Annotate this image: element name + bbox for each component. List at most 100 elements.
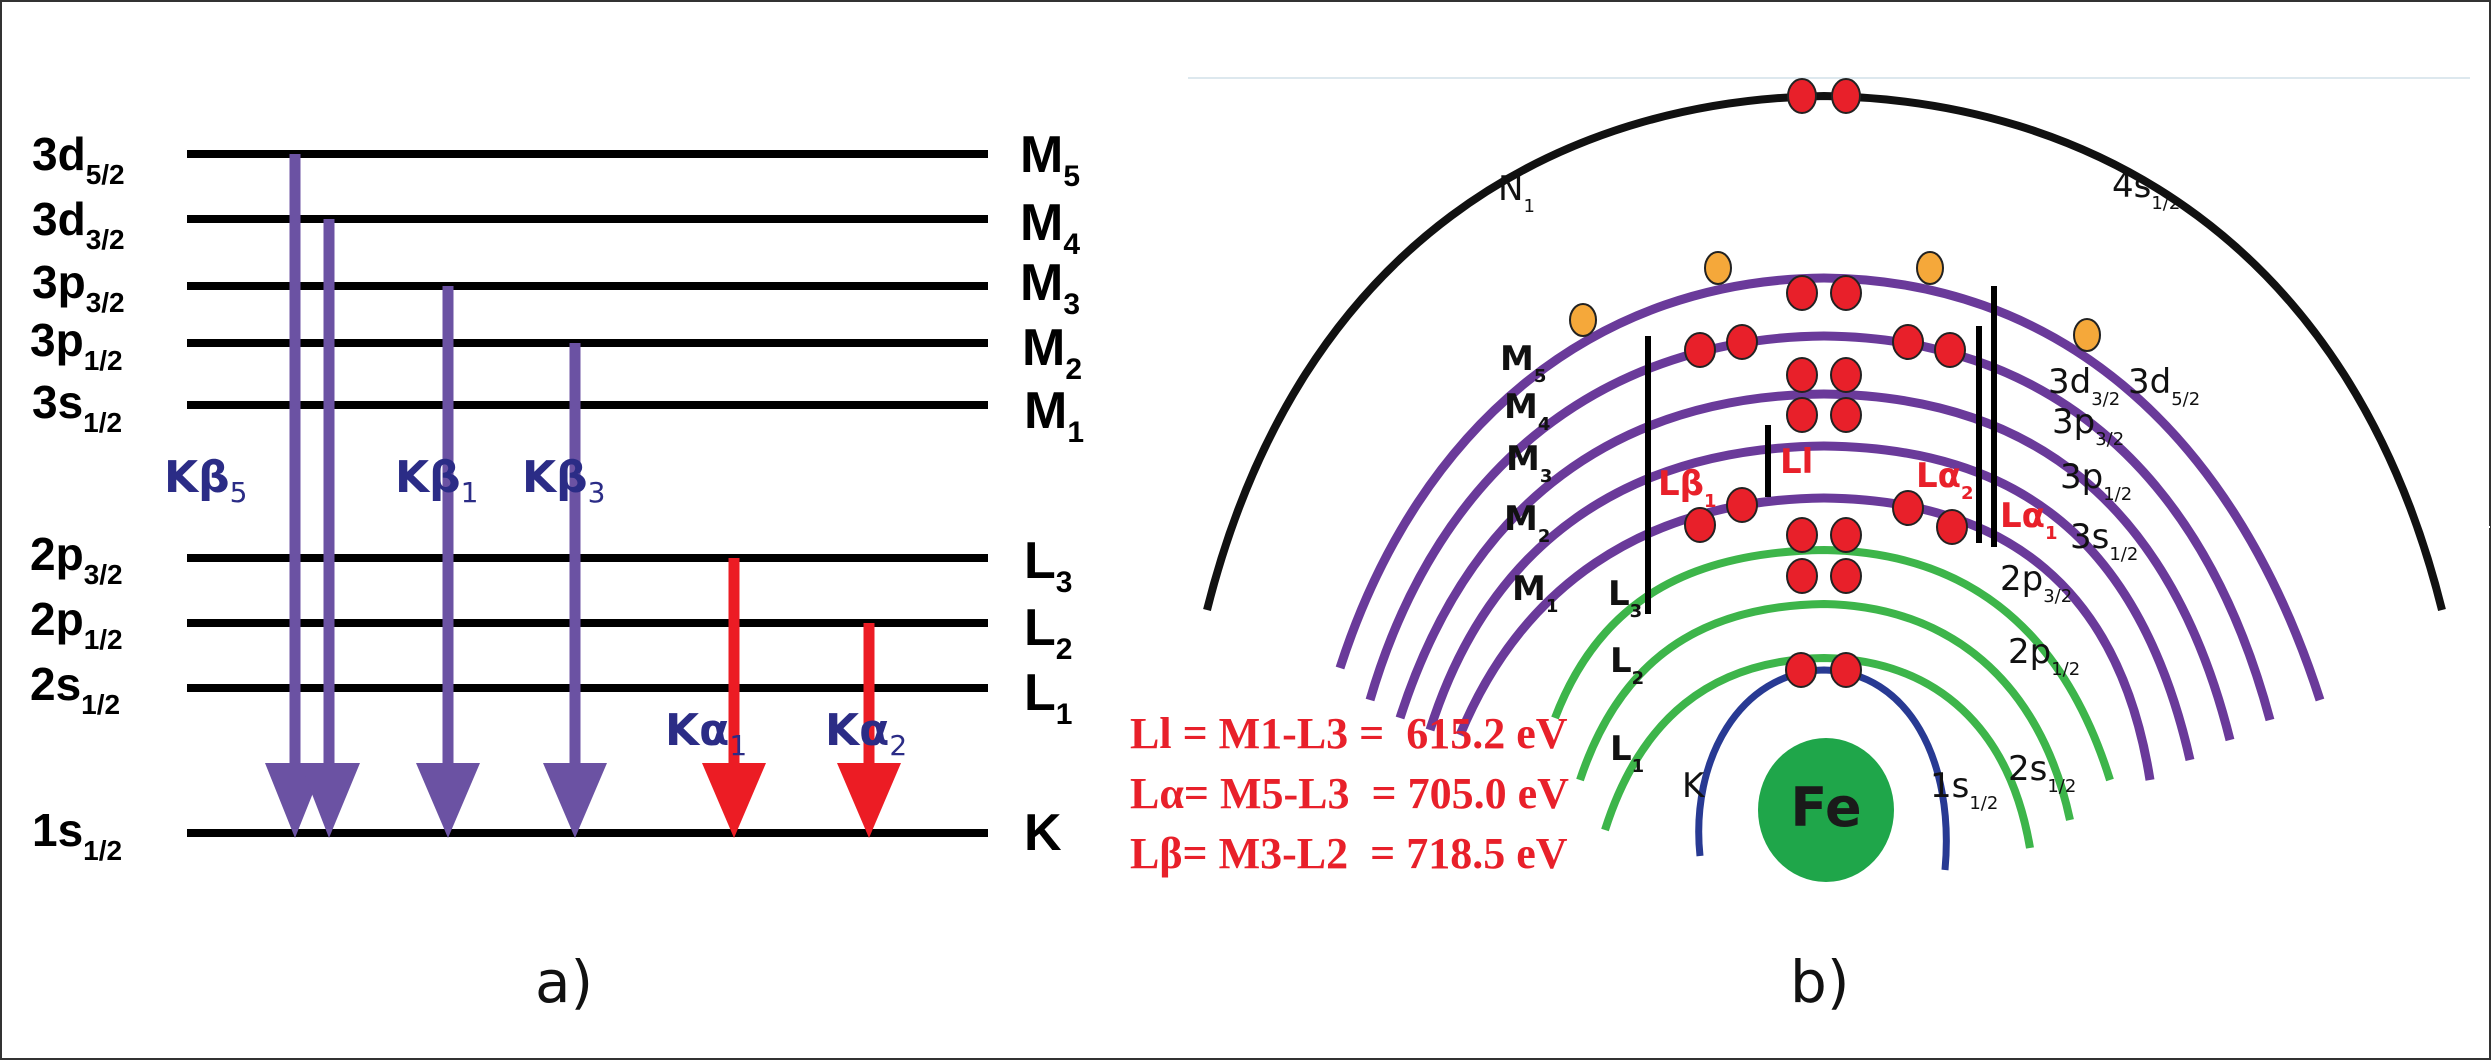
- electron-m4: [1786, 275, 1818, 311]
- electron-m4: [1830, 275, 1862, 311]
- shell-labels-b-left: N1 M5 M4 M3 M2 M1 L3 L2 L1 K: [1498, 169, 1706, 806]
- electron-m3: [1726, 324, 1758, 360]
- shell-label-l3: L3: [1024, 532, 1072, 599]
- orbital-label-2p12: 2p1/2: [30, 593, 123, 655]
- m-shells: [1335, 273, 2325, 781]
- kbeta5-label: Kβ5: [164, 452, 247, 509]
- 3p12-label: 3p1/2: [2060, 457, 2132, 505]
- l1-shell-arc: [1601, 653, 2034, 849]
- shell-labels: M5 M4 M3 M2 M1 L3 L2 L1 K: [1020, 126, 1084, 862]
- electron-m5-partial: [2073, 318, 2101, 352]
- m3-label: M3: [1506, 439, 1552, 487]
- equation-ll: Ll = M1-L3 = 615.2 eV: [1130, 709, 1568, 758]
- shell-label-l1: L1: [1024, 664, 1072, 731]
- kbeta5-arrow-b: [300, 219, 360, 838]
- kbeta3-label: Kβ3: [522, 452, 605, 509]
- 1s12-label: 1s1/2: [1930, 766, 1998, 814]
- electron-m3: [1934, 332, 1966, 368]
- n1-shell-arc: [1203, 91, 2446, 611]
- shell-label-k: K: [1024, 804, 1062, 862]
- 3d52-label: 3d5/2: [2128, 362, 2200, 410]
- electron-m1: [1830, 397, 1862, 433]
- m4-label: M4: [1504, 387, 1550, 435]
- l-shells: [1551, 545, 2114, 849]
- k-shell-arc: [1695, 666, 1950, 871]
- m5-shell-arc: [1335, 273, 2325, 702]
- kbeta3-arrow: [543, 343, 607, 838]
- shell-label-m5: M5: [1020, 126, 1080, 193]
- kbeta5-arrow-a: [265, 154, 325, 838]
- electron-k: [1785, 652, 1817, 688]
- orbital-label-3d32: 3d3/2: [32, 193, 125, 255]
- kalpha2-arrow: [837, 623, 901, 838]
- lalpha1-label: Lα1: [2000, 496, 2058, 544]
- n1-label: N1: [1498, 169, 1535, 217]
- lbeta1-label: Lβ1: [1658, 464, 1717, 512]
- electron-m3: [1892, 324, 1924, 360]
- equation-lbeta: Lβ= M3-L2 = 718.5 eV: [1130, 829, 1568, 878]
- electron-m2: [1830, 357, 1862, 393]
- l1-label: L1: [1610, 729, 1644, 777]
- 4s12-label: 4s1/2: [2112, 166, 2180, 214]
- panel-b-caption: b): [1790, 948, 1849, 1016]
- shell-label-m2: M2: [1022, 319, 1082, 386]
- orbital-label-3p12: 3p1/2: [30, 314, 123, 376]
- electron-n1: [1787, 78, 1817, 114]
- shell-label-l2: L2: [1024, 599, 1072, 666]
- m1-label: M1: [1512, 569, 1558, 617]
- kalpha1-arrow: [702, 558, 766, 838]
- orbital-label-1s12: 1s1/2: [32, 804, 122, 866]
- electrons: [1569, 78, 2101, 688]
- shell-label-m4: M4: [1020, 194, 1080, 261]
- m3-shell-arc: [1395, 389, 2235, 742]
- 3p32-label: 3p3/2: [2052, 402, 2124, 450]
- electron-l3: [1892, 490, 1924, 526]
- electron-m1: [1786, 397, 1818, 433]
- 3d32-label: 3d3/2: [2048, 362, 2120, 410]
- kalpha1-label: Kα1: [665, 705, 747, 762]
- electron-l3: [1726, 487, 1758, 523]
- electron-l3: [1936, 509, 1968, 545]
- m1-shell-arc: [1455, 493, 2155, 781]
- electron-m5-partial: [1569, 303, 1597, 337]
- electron-m5-partial: [1704, 251, 1732, 285]
- electron-k: [1830, 652, 1862, 688]
- energy-equations: Ll = M1-L3 = 615.2 eV Lα= M5-L3 = 705.0 …: [1130, 709, 1569, 878]
- m2-label: M2: [1504, 499, 1550, 547]
- energy-level-lines: [187, 150, 988, 837]
- kalpha-arrows: [702, 558, 901, 838]
- electron-l2: [1830, 517, 1862, 553]
- m2-shell-arc: [1425, 441, 2195, 761]
- orbital-label-3d52: 3d5/2: [32, 128, 125, 190]
- electron-l1: [1786, 558, 1818, 594]
- equation-lalpha: Lα= M5-L3 = 705.0 eV: [1130, 769, 1569, 818]
- electron-m2: [1786, 357, 1818, 393]
- electron-m3: [1684, 332, 1716, 368]
- 2p32-label: 2p3/2: [2000, 559, 2072, 607]
- l2-label: L2: [1610, 641, 1644, 689]
- panel-a-caption: a): [535, 948, 593, 1016]
- l3-shell-arc: [1551, 545, 2114, 782]
- panel-b: Fe: [1130, 77, 2490, 1016]
- 2s12-label: 2s1/2: [2008, 749, 2076, 797]
- fe-nucleus-label: Fe: [1790, 776, 1861, 839]
- l2-shell-arc: [1576, 599, 2074, 821]
- ll-label: Ll: [1780, 442, 1813, 482]
- orbital-labels: 3d5/2 3d3/2 3p3/2 3p1/2 3s1/2 2p3/2 2p1/…: [30, 128, 125, 866]
- kbeta1-label: Kβ1: [395, 452, 478, 509]
- l3-label: L3: [1608, 574, 1642, 622]
- m5-label: M5: [1500, 339, 1546, 387]
- orbital-label-2p32: 2p3/2: [30, 528, 123, 590]
- m4-shell-arc: [1365, 331, 2275, 722]
- lalpha2-label: Lα2: [1916, 456, 1974, 504]
- orbital-label-3s12: 3s1/2: [32, 376, 122, 438]
- 3s12-label: 3s1/2: [2070, 517, 2138, 565]
- electron-l2: [1786, 517, 1818, 553]
- electron-l3: [1684, 507, 1716, 543]
- shell-label-m1: M1: [1024, 382, 1084, 449]
- transition-labels-a: Kβ5 Kβ1 Kβ3 Kα1 Kα2: [164, 452, 907, 762]
- l-transition-lines: [1645, 286, 1997, 614]
